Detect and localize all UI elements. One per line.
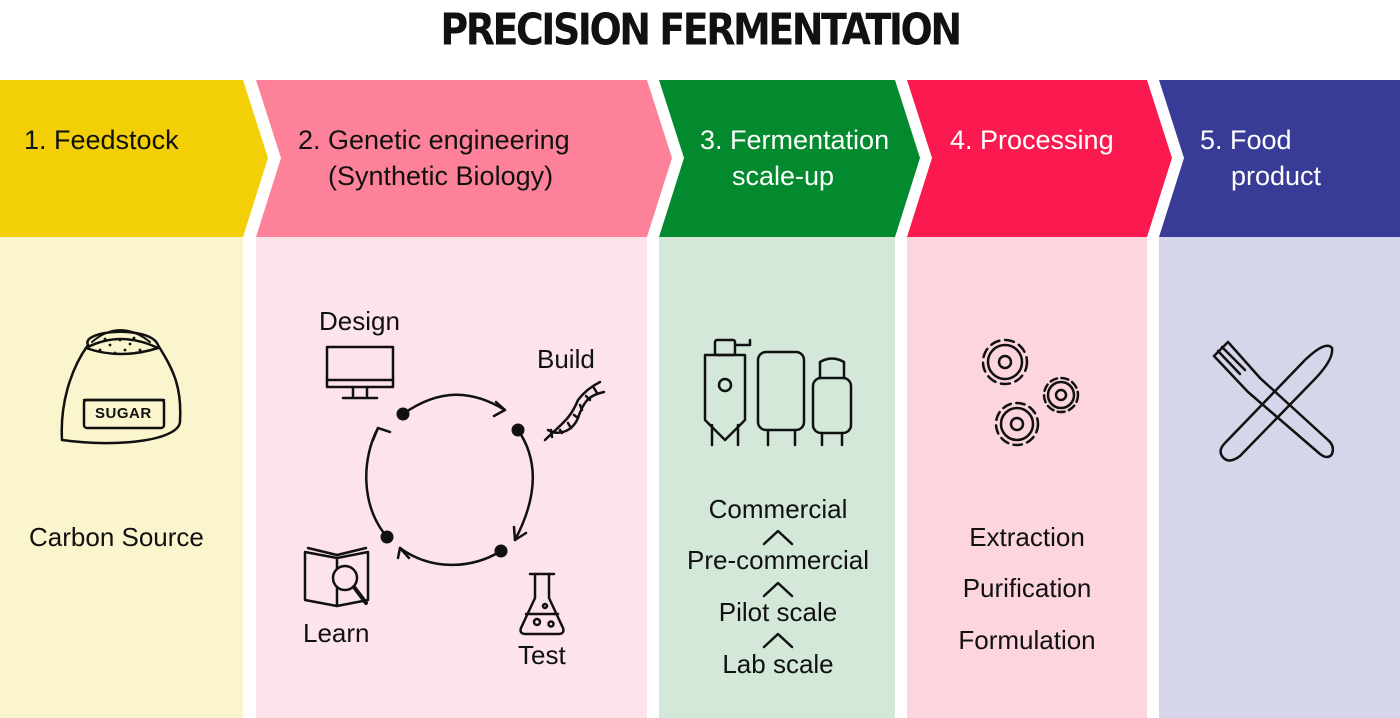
- fermentation-header: [659, 80, 920, 237]
- feedstock-header: [0, 80, 268, 237]
- stage-5-header: 5. Food product: [1200, 122, 1321, 194]
- sugar-sack-label: SUGAR: [95, 405, 152, 422]
- feedstock-body: [0, 237, 243, 718]
- cycle-label-design: Design: [319, 306, 400, 336]
- stage-3-header-line-1: 3. Fermentation: [700, 125, 890, 155]
- sugar-sack-icon: [60, 329, 182, 445]
- stage-1-header: 1. Feedstock: [24, 122, 179, 158]
- processing-body: [907, 237, 1147, 718]
- monitor-icon: [325, 345, 395, 400]
- fermentation-tanks-icon: [703, 338, 853, 447]
- scale-commercial: Commercial: [708, 494, 848, 524]
- dna-icon: [543, 380, 606, 442]
- stage-2-header-line-2: (Synthetic Biology): [328, 161, 554, 191]
- stage-4-header: 4. Processing: [950, 122, 1114, 158]
- stage-2-header: 2. Genetic engineering (Synthetic Biolog…: [298, 122, 570, 194]
- stage-3-header-line-2: scale-up: [732, 161, 835, 191]
- cycle-arrowhead-test: [512, 525, 528, 542]
- fork-knife-icon: [1212, 340, 1335, 462]
- stage-1-header-line: 1. Feedstock: [24, 125, 179, 155]
- scale-lab: Lab scale: [722, 649, 834, 679]
- cycle-node-build: [511, 423, 525, 437]
- scale-pilot: Pilot scale: [718, 597, 838, 627]
- cycle-node-test: [494, 544, 508, 558]
- cycle-arc-test-learn: [398, 546, 503, 567]
- genetic-header: [256, 80, 672, 237]
- processing-header: [907, 80, 1172, 237]
- cycle-arc-build-test: [513, 428, 534, 542]
- stage-4-header-line: 4. Processing: [950, 125, 1114, 155]
- food-body: [1159, 237, 1400, 718]
- cycle-arc-learn-design: [365, 426, 389, 539]
- cycle-arc-design-build: [401, 393, 507, 416]
- scale-pre-commercial: Pre-commercial: [686, 545, 870, 575]
- scale-up-arrows: [762, 529, 794, 649]
- processing-formulation: Formulation: [958, 625, 1096, 655]
- cycle-label-test: Test: [518, 640, 566, 670]
- carbon-source-label: Carbon Source: [29, 522, 204, 552]
- food-header: [1159, 80, 1400, 237]
- book-magnifier-icon: [303, 546, 370, 608]
- stage-5-header-line-1: 5. Food: [1200, 125, 1292, 155]
- fermentation-body: [659, 237, 895, 718]
- genetic-body: [256, 237, 647, 718]
- cycle-diagram: [365, 393, 534, 567]
- diagram-title: PRECISION FERMENTATION: [440, 4, 962, 55]
- gears-icon: [981, 338, 1080, 447]
- flask-icon: [519, 572, 565, 636]
- stage-3-header: 3. Fermentation scale-up: [700, 122, 889, 194]
- cycle-label-learn: Learn: [303, 618, 370, 648]
- stage-2-header-line-1: 2. Genetic engineering: [298, 125, 570, 155]
- processing-purification: Purification: [962, 573, 1092, 603]
- cycle-arrowhead-build: [492, 400, 507, 418]
- cycle-arrowhead-design: [371, 426, 392, 442]
- stage-5-header-line-2: product: [1231, 161, 1322, 191]
- scale-arrow-1: [762, 529, 794, 546]
- scale-arrow-3: [762, 632, 794, 649]
- processing-extraction: Extraction: [969, 522, 1085, 552]
- cycle-arrowhead-learn: [396, 546, 411, 560]
- cycle-node-learn: [380, 530, 394, 544]
- cycle-node-design: [396, 407, 410, 421]
- scale-arrow-2: [762, 581, 794, 598]
- cycle-label-build: Build: [537, 344, 595, 374]
